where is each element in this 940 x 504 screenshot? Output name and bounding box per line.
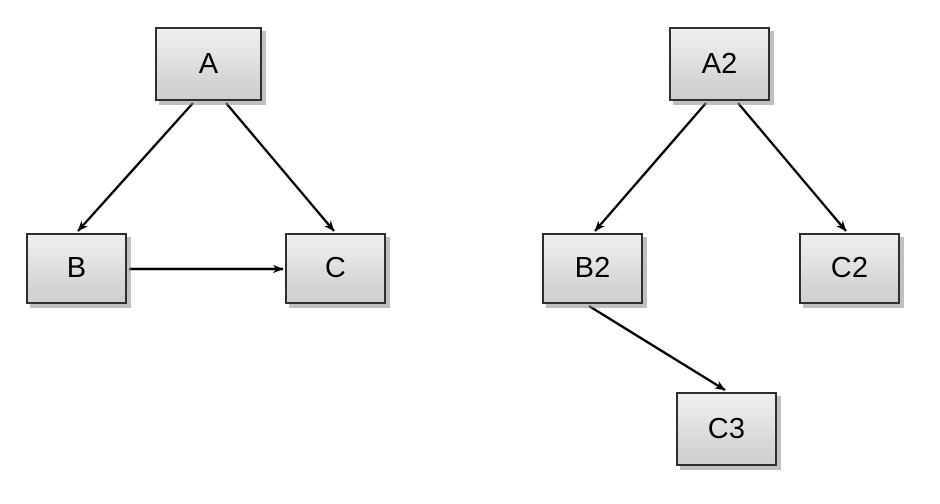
node-c[interactable]: C bbox=[285, 233, 386, 304]
node-b2[interactable]: B2 bbox=[542, 233, 643, 304]
node-b[interactable]: B bbox=[26, 233, 127, 304]
edge-a2-to-b2 bbox=[594, 102, 707, 232]
node-c3[interactable]: C3 bbox=[676, 392, 777, 466]
node-label-c2: C2 bbox=[830, 252, 869, 284]
node-c2[interactable]: C2 bbox=[799, 233, 900, 304]
edge-b2-to-c3 bbox=[588, 304, 726, 392]
node-label-a2: A2 bbox=[701, 47, 738, 80]
node-label-a: A bbox=[198, 47, 219, 80]
node-label-b: B bbox=[66, 252, 87, 284]
node-label-b2: B2 bbox=[574, 252, 611, 284]
node-a[interactable]: A bbox=[155, 27, 262, 101]
edge-a2-to-c2 bbox=[737, 102, 847, 232]
node-label-c: C bbox=[324, 252, 347, 284]
node-label-c3: C3 bbox=[707, 412, 746, 445]
edge-a-to-c bbox=[225, 102, 335, 232]
node-a2[interactable]: A2 bbox=[669, 27, 770, 101]
edge-a-to-b bbox=[77, 102, 194, 232]
